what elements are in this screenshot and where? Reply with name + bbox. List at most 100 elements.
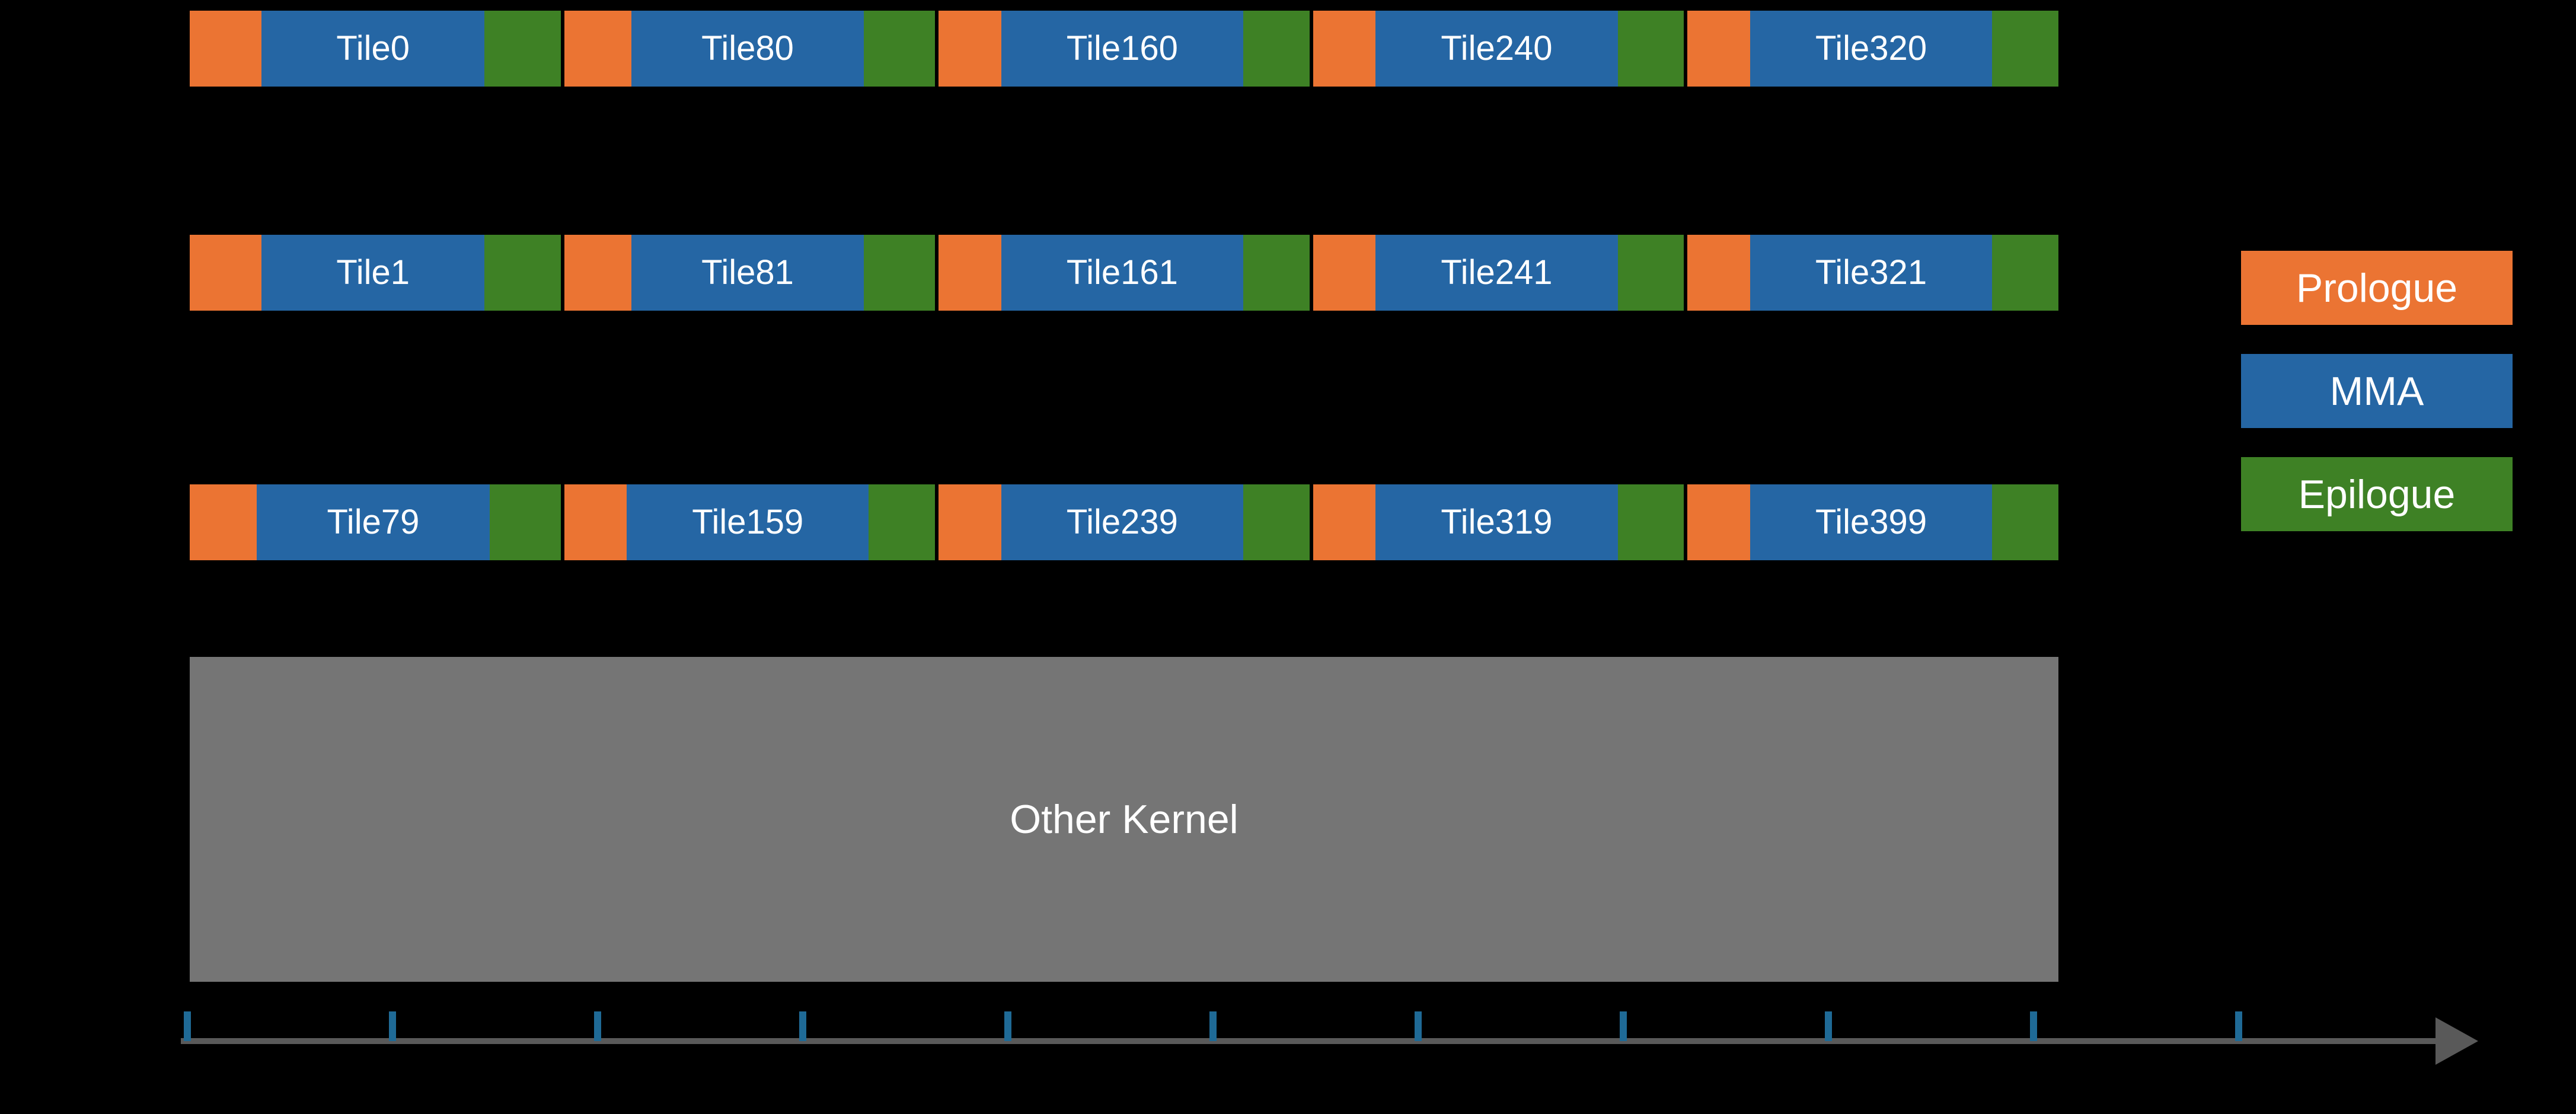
mma-segment: Tile321 <box>1750 235 1993 311</box>
epilogue-segment <box>484 235 561 311</box>
axis-tick <box>1620 1011 1627 1041</box>
mma-segment: Tile0 <box>261 11 485 87</box>
epilogue-segment <box>1617 484 1684 560</box>
epilogue-segment <box>864 11 936 87</box>
prologue-segment <box>190 235 262 311</box>
tile-group: Tile239 <box>939 484 1310 560</box>
tile-label: Tile1 <box>336 253 410 292</box>
legend-item-mma: MMA <box>2241 354 2513 428</box>
axis-line <box>181 1038 2437 1044</box>
axis-tick <box>1004 1011 1011 1041</box>
prologue-segment <box>564 484 627 560</box>
prologue-segment <box>939 11 1001 87</box>
mma-segment: Tile241 <box>1375 235 1618 311</box>
legend-item-prologue: Prologue <box>2241 251 2513 325</box>
epilogue-segment <box>1992 235 2058 311</box>
prologue-segment <box>1687 11 1750 87</box>
axis-tick <box>2030 1011 2037 1041</box>
tile-label: Tile321 <box>1815 253 1927 292</box>
prologue-segment <box>190 484 257 560</box>
tile-group: Tile81 <box>564 235 936 311</box>
mma-segment: Tile240 <box>1375 11 1618 87</box>
axis-arrowhead-icon <box>2435 1017 2478 1065</box>
mma-segment: Tile81 <box>631 235 864 311</box>
mma-segment: Tile319 <box>1375 484 1618 560</box>
tile-group: Tile1 <box>190 235 561 311</box>
legend-label: Epilogue <box>2298 471 2456 517</box>
tile-label: Tile239 <box>1066 503 1178 541</box>
axis-tick <box>1415 1011 1422 1041</box>
legend-label: MMA <box>2329 368 2424 414</box>
tile-group: Tile240 <box>1313 11 1684 87</box>
epilogue-segment <box>1243 484 1310 560</box>
tile-label: Tile0 <box>336 29 410 68</box>
tile-label: Tile80 <box>701 29 794 68</box>
epilogue-segment <box>1992 484 2058 560</box>
tile-group: Tile321 <box>1687 235 2058 311</box>
epilogue-segment <box>484 11 561 87</box>
other-kernel-label: Other Kernel <box>1010 797 1238 842</box>
prologue-segment <box>939 235 1001 311</box>
tile-label: Tile160 <box>1066 29 1178 68</box>
tile-label: Tile319 <box>1441 503 1553 541</box>
prologue-segment <box>564 11 631 87</box>
sm-timeline-row-2: Tile1 Tile81 Tile161 Tile241 Tile321 <box>190 235 2058 311</box>
axis-tick <box>594 1011 601 1041</box>
axis-tick <box>184 1011 191 1041</box>
prologue-segment <box>1687 235 1750 311</box>
prologue-segment <box>190 11 262 87</box>
tile-label: Tile399 <box>1815 503 1927 541</box>
prologue-segment <box>1313 11 1376 87</box>
sm-timeline-row-3: Tile79 Tile159 Tile239 Tile319 Tile399 <box>190 484 2058 560</box>
epilogue-segment <box>1992 11 2058 87</box>
tile-label: Tile240 <box>1441 29 1553 68</box>
prologue-segment <box>1313 235 1376 311</box>
tile-label: Tile79 <box>327 503 420 541</box>
axis-tick <box>389 1011 396 1041</box>
epilogue-segment <box>1617 235 1684 311</box>
tile-group: Tile399 <box>1687 484 2058 560</box>
axis-tick <box>799 1011 806 1041</box>
mma-segment: Tile320 <box>1750 11 1993 87</box>
tile-label: Tile320 <box>1815 29 1927 68</box>
epilogue-segment <box>1243 11 1310 87</box>
mma-segment: Tile80 <box>631 11 864 87</box>
tile-label: Tile159 <box>692 503 804 541</box>
prologue-segment <box>564 235 631 311</box>
axis-tick <box>2235 1011 2242 1041</box>
tile-group: Tile79 <box>190 484 561 560</box>
tile-group: Tile0 <box>190 11 561 87</box>
tile-group: Tile80 <box>564 11 936 87</box>
mma-segment: Tile161 <box>1001 235 1243 311</box>
mma-segment: Tile160 <box>1001 11 1243 87</box>
tile-label: Tile161 <box>1066 253 1178 292</box>
epilogue-segment <box>489 484 561 560</box>
tile-group: Tile161 <box>939 235 1310 311</box>
mma-segment: Tile1 <box>261 235 485 311</box>
tile-group: Tile320 <box>1687 11 2058 87</box>
axis-tick <box>1825 1011 1832 1041</box>
epilogue-segment <box>1617 11 1684 87</box>
prologue-segment <box>939 484 1001 560</box>
epilogue-segment <box>869 484 936 560</box>
epilogue-segment <box>1243 235 1310 311</box>
epilogue-segment <box>864 235 936 311</box>
prologue-segment <box>1313 484 1376 560</box>
mma-segment: Tile159 <box>627 484 869 560</box>
other-kernel-block: Other Kernel <box>190 657 2058 982</box>
tile-group: Tile160 <box>939 11 1310 87</box>
legend-item-epilogue: Epilogue <box>2241 457 2513 531</box>
sm-timeline-row-1: Tile0 Tile80 Tile160 Tile240 Tile320 <box>190 11 2058 87</box>
axis-tick <box>1209 1011 1217 1041</box>
mma-segment: Tile79 <box>257 484 490 560</box>
mma-segment: Tile239 <box>1001 484 1243 560</box>
tile-label: Tile81 <box>701 253 794 292</box>
tile-group: Tile319 <box>1313 484 1684 560</box>
prologue-segment <box>1687 484 1750 560</box>
mma-segment: Tile399 <box>1750 484 1993 560</box>
tile-group: Tile159 <box>564 484 936 560</box>
tile-label: Tile241 <box>1441 253 1553 292</box>
legend-label: Prologue <box>2296 265 2458 311</box>
